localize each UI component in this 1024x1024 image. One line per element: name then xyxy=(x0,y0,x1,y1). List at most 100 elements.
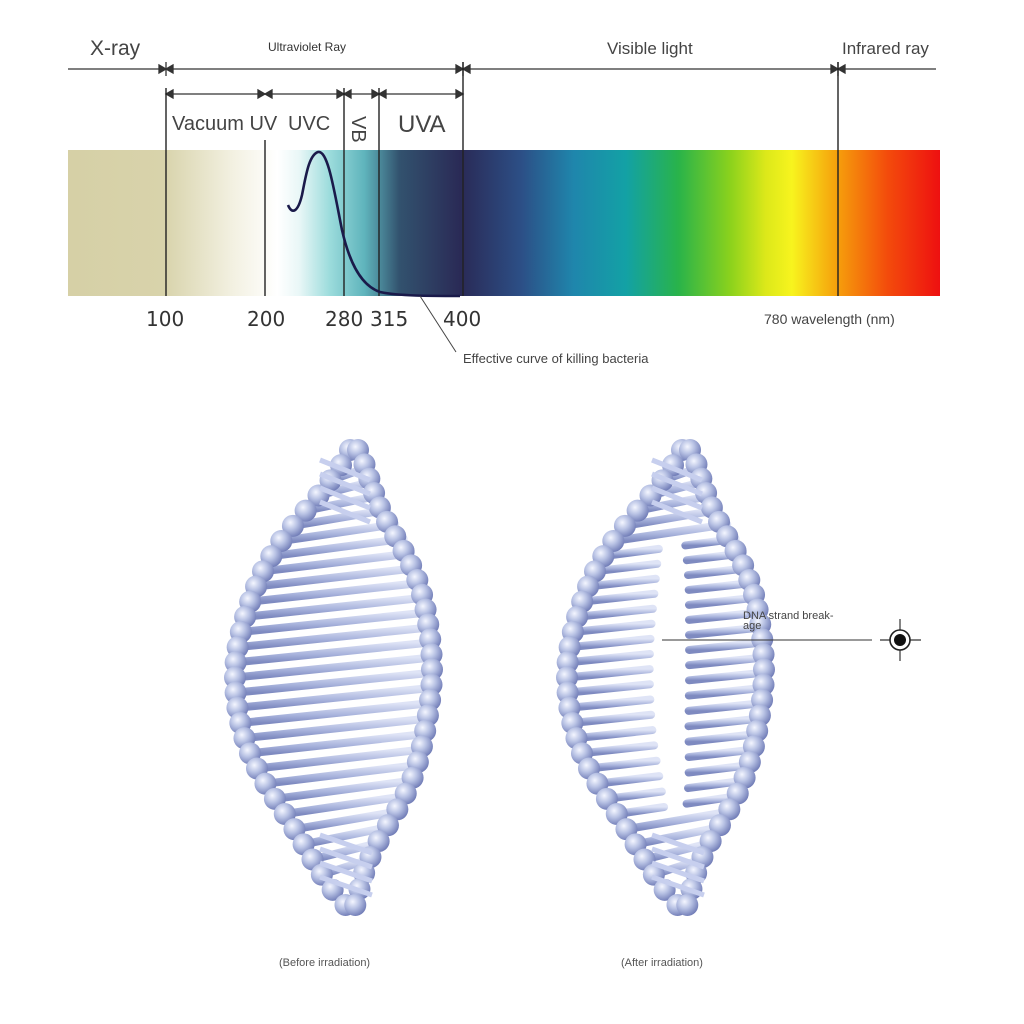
dna-base-pair xyxy=(651,846,705,870)
dna-nucleotide xyxy=(708,814,731,837)
dna-base-pair xyxy=(231,668,436,697)
dna-base-pair xyxy=(651,860,705,884)
dna-base-pair xyxy=(565,695,655,712)
dna-base-pair xyxy=(290,809,392,834)
dna-nucleotide xyxy=(376,814,399,837)
dna-base-pair xyxy=(684,746,754,762)
dna-base-pair xyxy=(319,832,373,856)
dna-base-pair xyxy=(319,471,371,497)
visible-light-label: Visible light xyxy=(607,39,693,58)
dna-base-pair xyxy=(319,485,371,511)
dna-base-pair xyxy=(684,699,764,715)
dna-nucleotide xyxy=(386,798,409,821)
dna-base-pair xyxy=(585,756,661,773)
dna-base-pair xyxy=(684,714,762,731)
region-divider-line xyxy=(68,62,936,76)
dna-base-pair xyxy=(651,457,703,483)
dna-base-pair xyxy=(267,534,408,561)
dna-base-pair xyxy=(299,825,383,849)
dna-base-pair xyxy=(277,520,400,545)
breakage-label-line1: DNA strand break- xyxy=(743,610,834,622)
dna-base-pair xyxy=(685,638,768,654)
dna-base-pair xyxy=(631,825,715,849)
tick-label: 100 xyxy=(146,307,185,331)
dna-base-pair xyxy=(651,832,705,856)
dna-base-pair xyxy=(651,471,703,497)
dna-base-pair xyxy=(568,619,656,636)
xray-label: X-ray xyxy=(90,37,141,60)
dna-helix-after xyxy=(556,439,775,916)
dna-nucleotide xyxy=(626,499,649,522)
wavelength-axis-label: 780 wavelength (nm) xyxy=(764,311,895,327)
dna-base-pair xyxy=(236,699,432,727)
uvc-label: UVC xyxy=(288,113,331,135)
dna-base-pair xyxy=(319,860,373,884)
uva-label: UVA xyxy=(398,111,446,138)
vacuum-uv-label: Vacuum UV xyxy=(172,113,278,135)
dna-base-pair xyxy=(684,761,749,777)
dna-base-pair xyxy=(245,730,426,758)
dna-base-pair xyxy=(565,634,655,652)
dna-base-pair xyxy=(233,684,435,712)
dna-helix-before xyxy=(224,439,443,916)
dna-nucleotide xyxy=(294,499,317,522)
dna-nucleotide xyxy=(676,894,699,916)
breakage-label: DNA strand break- age xyxy=(743,610,834,632)
dna-base-pair xyxy=(252,564,422,591)
dna-nucleotide xyxy=(344,894,367,916)
dna-base-pair xyxy=(246,578,427,606)
curve-label: Effective curve of killing bacteria xyxy=(463,351,649,366)
ultraviolet-label: Ultraviolet Ray xyxy=(268,40,347,54)
dna-base-pair xyxy=(573,604,657,621)
dna-base-pair xyxy=(684,777,742,793)
dna-base-pair xyxy=(261,761,417,788)
dna-nucleotide xyxy=(281,514,304,537)
curve-pointer-line xyxy=(419,295,457,353)
dna-base-pair xyxy=(236,608,433,636)
caption-after: (After irradiation) xyxy=(621,957,703,969)
spectrum-diagram xyxy=(68,62,940,353)
dna-base-pair xyxy=(568,710,656,727)
dna-nucleotide xyxy=(613,514,636,537)
dna-base-pair xyxy=(609,520,732,545)
dna-base-pair xyxy=(319,874,373,898)
tick-label: 200 xyxy=(247,307,286,331)
dna-base-pair xyxy=(684,684,767,700)
dna-base-pair xyxy=(319,457,371,483)
breakage-label-line2: age xyxy=(743,620,762,632)
dna-base-pair xyxy=(280,793,402,818)
dna-base-pair xyxy=(651,499,703,525)
dna-nucleotide xyxy=(718,798,741,821)
bactericidal-curve xyxy=(286,150,461,298)
dna-base-pair xyxy=(231,638,436,667)
tick-label: 315 xyxy=(370,307,409,331)
dna-base-pair xyxy=(577,741,659,758)
dna-base-pair xyxy=(563,680,654,697)
dna-base-pair xyxy=(584,574,660,591)
dna-base-pair xyxy=(622,809,724,834)
target-marker-icon xyxy=(880,619,921,661)
dna-base-pair xyxy=(682,793,734,808)
dna-base-pair xyxy=(578,589,659,606)
spectrum-bar xyxy=(68,150,940,296)
dna-base-pair xyxy=(233,623,435,652)
wavelength-boundary-lines xyxy=(165,62,839,296)
tick-label: 280 xyxy=(325,307,364,331)
dna-base-pair xyxy=(685,623,767,639)
dna-base-pair xyxy=(651,485,703,511)
dna-base-pair xyxy=(563,649,654,667)
dna-base-pair xyxy=(685,653,768,670)
dna-base-pair xyxy=(572,726,657,743)
uv-band-divider-line xyxy=(164,88,465,100)
dna-base-pair xyxy=(241,593,430,621)
dna-base-pair xyxy=(253,746,422,773)
infrared-label: Infrared ray xyxy=(842,39,929,58)
dna-base-pair xyxy=(319,846,373,870)
dna-base-pair xyxy=(240,714,430,743)
dna-base-pair xyxy=(319,499,371,525)
dna-base-pair xyxy=(685,668,768,685)
caption-before: (Before irradiation) xyxy=(279,957,371,969)
dna-base-pair xyxy=(563,665,654,682)
dna-base-pair xyxy=(259,549,416,576)
